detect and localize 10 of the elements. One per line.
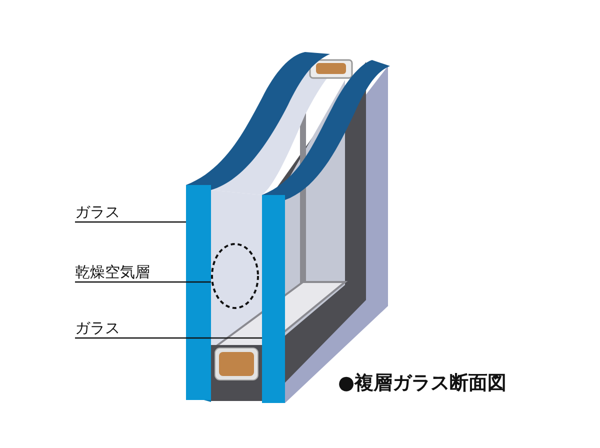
glass-pane (186, 185, 211, 400)
part-label: ガラス (75, 319, 120, 338)
glass-pane (262, 195, 285, 403)
dashed-ellipse (211, 243, 259, 309)
part-label: ガラス (75, 203, 120, 222)
diagram-title: ●複層ガラス断面図 (338, 371, 507, 396)
leader-line (75, 337, 262, 339)
part-label: 乾燥空気層 (75, 263, 150, 282)
leader-line (75, 221, 186, 223)
leader-line (75, 281, 211, 283)
